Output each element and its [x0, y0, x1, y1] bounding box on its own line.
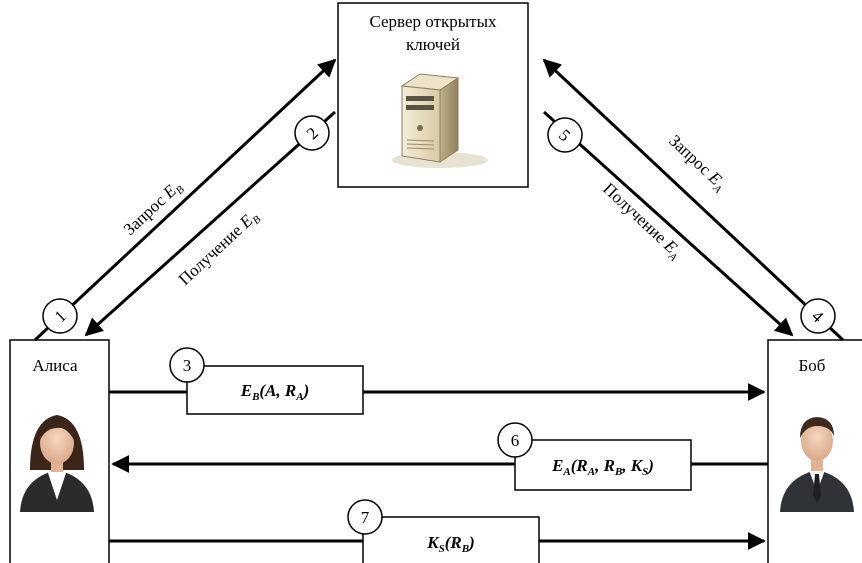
step-badge-1: 1	[42, 298, 78, 334]
step-badge-3: 3	[169, 347, 205, 383]
alice-label: Алиса	[32, 356, 78, 375]
label-receive-ea: Получение EA	[597, 179, 686, 264]
step-badge-4: 4	[800, 298, 836, 334]
message-box-3: EB(A, RA)	[186, 365, 364, 415]
bob-avatar-icon	[780, 417, 854, 512]
message-6-text: EA(RA, RB, KS)	[551, 456, 654, 478]
bob-label: Боб	[799, 356, 826, 375]
alice-avatar-icon	[20, 415, 94, 512]
server-icon	[392, 73, 488, 168]
server-title-line1: Сервер открытых	[369, 12, 497, 31]
server-title-line2: ключей	[406, 35, 460, 54]
message-box-7: KS(RB)	[362, 516, 540, 563]
arrow-request-ea	[542, 58, 845, 342]
step-badge-5: 5	[547, 117, 583, 153]
svg-text:3: 3	[183, 356, 192, 375]
step-badge-6: 6	[497, 422, 533, 458]
step-badge-7: 7	[347, 499, 383, 535]
message-7-text: KS(RB)	[426, 533, 475, 555]
label-request-ea: Запрос EA	[663, 131, 730, 196]
step-badge-2: 2	[294, 115, 330, 151]
arrow-request-eb	[33, 58, 337, 342]
svg-text:7: 7	[361, 508, 370, 527]
label-receive-eb: Получение EB	[175, 206, 264, 291]
svg-text:6: 6	[511, 431, 520, 450]
message-box-6: EA(RA, RB, KS)	[514, 439, 692, 491]
arrow-receive-ea	[542, 110, 794, 337]
arrow-receive-eb	[84, 110, 337, 337]
message-3-text: EB(A, RA)	[240, 381, 310, 403]
